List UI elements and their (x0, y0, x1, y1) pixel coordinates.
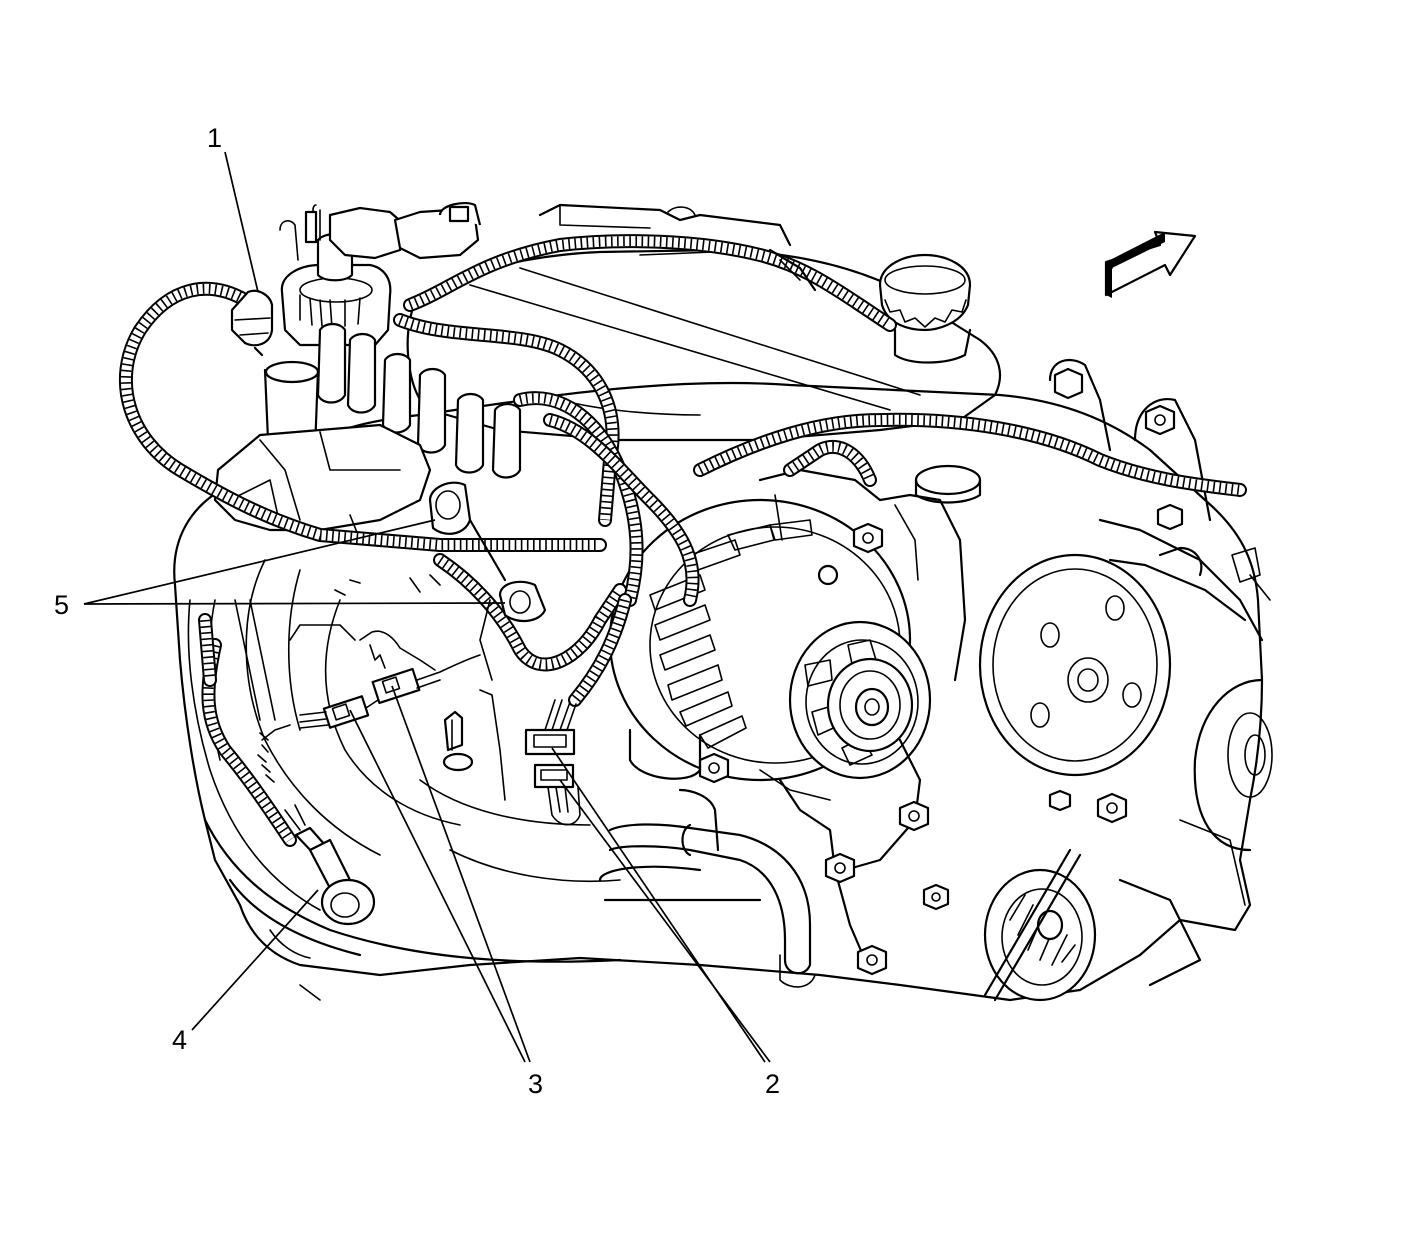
bolt-4 (824, 852, 856, 884)
leader-lines (83, 151, 771, 1063)
connector-3-pair (299, 630, 481, 729)
connector-5-lower (498, 580, 547, 623)
bolt-8 (1048, 789, 1072, 812)
connector-2-pair (524, 699, 581, 826)
wiring-harness (119, 234, 1247, 847)
ground-stud (442, 689, 506, 801)
distributor (263, 201, 482, 457)
bolt-1 (852, 522, 884, 554)
callout-1: 1 (207, 123, 222, 153)
bolt-6 (1096, 792, 1128, 824)
connector-5-upper (428, 481, 507, 582)
callout-labels: 1 5 4 3 2 (54, 123, 780, 1099)
ignition-coil-module (213, 423, 432, 541)
belt-tensioner (983, 848, 1097, 1002)
callout-4: 4 (172, 1025, 187, 1055)
oil-filler-cap (878, 253, 972, 364)
heater-hoses (598, 728, 812, 975)
callout-2: 2 (765, 1069, 780, 1099)
bolt-3 (898, 800, 930, 832)
bolt-11 (1156, 503, 1184, 531)
callout-5: 5 (54, 590, 69, 620)
connector-1 (230, 289, 274, 357)
crankshaft-damper (1193, 678, 1273, 852)
oxygen-sensor-4 (257, 724, 376, 926)
bolt-7 (922, 883, 950, 911)
bolt-10 (1053, 367, 1084, 400)
misc-brackets (289, 248, 1203, 852)
front-direction-arrow-icon (1104, 230, 1197, 298)
bolt-9 (1144, 404, 1176, 436)
bolts (698, 367, 1184, 976)
engine-block (173, 381, 1264, 1002)
callout-3: 3 (528, 1069, 543, 1099)
bolt-5 (856, 944, 888, 976)
bolt-2 (698, 752, 730, 784)
spark-plug-boots (316, 322, 522, 479)
water-pump-pulley (978, 553, 1172, 777)
